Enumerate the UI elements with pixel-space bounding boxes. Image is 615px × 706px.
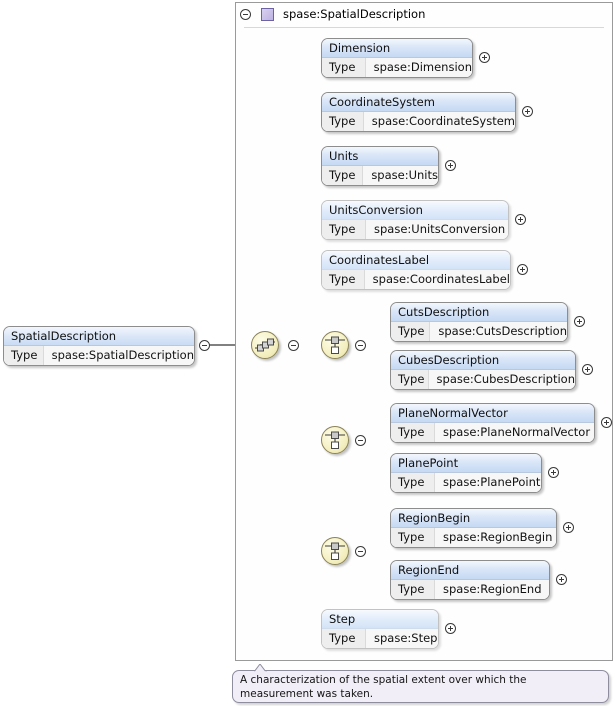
node-coordinateslabel[interactable]: CoordinatesLabel Type spase:CoordinatesL… — [321, 250, 511, 290]
choice-glyph — [325, 542, 345, 560]
node-regionend-expand-toggle[interactable] — [556, 574, 567, 585]
node-coordinatesystem[interactable]: CoordinateSystem Type spase:CoordinateSy… — [321, 92, 516, 132]
node-name: Dimension — [322, 39, 472, 58]
node-type-value: spase:CubesDescription — [428, 370, 575, 389]
node-type-row: Type spase:PlaneNormalVector — [391, 423, 594, 442]
node-type-key: Type — [4, 346, 44, 365]
choice-icon[interactable] — [321, 331, 349, 359]
node-name: SpatialDescription — [4, 327, 194, 346]
node-type-row: Type spase:CutsDescription — [391, 322, 567, 341]
complex-type-square-icon — [261, 8, 274, 21]
node-name: PlanePoint — [391, 454, 541, 473]
node-regionbegin[interactable]: RegionBegin Type spase:RegionBegin — [390, 508, 557, 548]
node-name: Units — [322, 147, 438, 166]
node-type-key: Type — [391, 473, 435, 492]
node-type-value: spase:CutsDescription — [430, 322, 567, 341]
node-type-row: Type spase:Step — [322, 629, 438, 648]
node-cutsdescription[interactable]: CutsDescription Type spase:CutsDescripti… — [390, 302, 568, 342]
choice-2-collapse-toggle[interactable] — [355, 435, 366, 446]
node-cubesdescription-expand-toggle[interactable] — [582, 364, 593, 375]
choice-3-collapse-toggle[interactable] — [355, 546, 366, 557]
node-dimension-expand-toggle[interactable] — [479, 52, 490, 63]
node-type-value: spase:Dimension — [365, 58, 472, 77]
node-type-value: spase:RegionEnd — [435, 580, 549, 599]
node-name: Step — [322, 610, 438, 629]
node-unitsconversion-expand-toggle[interactable] — [515, 214, 526, 225]
node-type-key: Type — [391, 423, 435, 442]
node-type-value: spase:CoordinateSystem — [363, 112, 515, 131]
node-type-value: spase:PlaneNormalVector — [435, 423, 594, 442]
node-type-key: Type — [391, 528, 435, 547]
node-type-row: Type spase:SpatialDescription — [4, 346, 194, 365]
node-type-key: Type — [322, 112, 364, 131]
annotation-text: A characterization of the spatial extent… — [240, 674, 527, 700]
choice-1-collapse-toggle[interactable] — [355, 340, 366, 351]
sequence-icon[interactable] — [251, 331, 279, 359]
annotation-callout: A characterization of the spatial extent… — [232, 664, 609, 703]
node-type-key: Type — [391, 322, 431, 341]
frame-title-rule — [244, 27, 604, 28]
node-type-value: spase:RegionBegin — [435, 528, 556, 547]
node-type-value: spase:SpatialDescription — [43, 346, 194, 365]
node-name: RegionEnd — [391, 561, 549, 580]
node-name: CutsDescription — [391, 303, 567, 322]
node-type-key: Type — [322, 166, 364, 185]
node-type-key: Type — [391, 580, 435, 599]
node-type-value: spase:Step — [366, 629, 438, 648]
node-type-key: Type — [322, 629, 366, 648]
node-planepoint[interactable]: PlanePoint Type spase:PlanePoint — [390, 453, 542, 493]
container-title: spase:SpatialDescription — [283, 7, 426, 21]
node-spatialdescription[interactable]: SpatialDescription Type spase:SpatialDes… — [3, 326, 195, 366]
node-regionend[interactable]: RegionEnd Type spase:RegionEnd — [390, 560, 550, 600]
sequence-glyph — [255, 338, 275, 352]
root-collapse-toggle[interactable] — [199, 340, 210, 351]
node-type-key: Type — [322, 58, 366, 77]
node-type-row: Type spase:Units — [322, 166, 438, 185]
node-planenormalvector-expand-toggle[interactable] — [601, 417, 612, 428]
node-step[interactable]: Step Type spase:Step — [321, 609, 439, 649]
sequence-collapse-toggle[interactable] — [288, 340, 299, 351]
choice-icon[interactable] — [321, 426, 349, 454]
node-planepoint-expand-toggle[interactable] — [548, 467, 559, 478]
node-coordinatesystem-expand-toggle[interactable] — [522, 106, 533, 117]
node-name: RegionBegin — [391, 509, 556, 528]
node-type-row: Type spase:PlanePoint — [391, 473, 541, 492]
node-name: UnitsConversion — [322, 201, 508, 220]
node-type-row: Type spase:RegionEnd — [391, 580, 549, 599]
container-collapse-toggle[interactable] — [240, 9, 251, 20]
callout-tail — [254, 664, 267, 672]
node-type-row: Type spase:CoordinateSystem — [322, 112, 515, 131]
node-dimension[interactable]: Dimension Type spase:Dimension — [321, 38, 473, 78]
node-coordinateslabel-expand-toggle[interactable] — [517, 264, 528, 275]
node-name: CoordinateSystem — [322, 93, 515, 112]
node-type-key: Type — [322, 220, 366, 239]
node-step-expand-toggle[interactable] — [445, 623, 456, 634]
choice-glyph — [325, 431, 345, 449]
node-type-value: spase:UnitsConversion — [366, 220, 508, 239]
node-name: PlaneNormalVector — [391, 404, 594, 423]
choice-glyph — [325, 336, 345, 354]
node-cutsdescription-expand-toggle[interactable] — [574, 316, 585, 327]
node-type-row: Type spase:UnitsConversion — [322, 220, 508, 239]
node-unitsconversion[interactable]: UnitsConversion Type spase:UnitsConversi… — [321, 200, 509, 240]
node-type-key: Type — [391, 370, 429, 389]
node-regionbegin-expand-toggle[interactable] — [563, 522, 574, 533]
node-type-value: spase:CoordinatesLabel — [364, 270, 510, 289]
node-type-key: Type — [322, 270, 365, 289]
node-type-row: Type spase:CoordinatesLabel — [322, 270, 510, 289]
node-planenormalvector[interactable]: PlaneNormalVector Type spase:PlaneNormal… — [390, 403, 595, 443]
node-type-row: Type spase:Dimension — [322, 58, 472, 77]
node-type-row: Type spase:RegionBegin — [391, 528, 556, 547]
node-type-value: spase:PlanePoint — [435, 473, 541, 492]
node-cubesdescription[interactable]: CubesDescription Type spase:CubesDescrip… — [390, 350, 576, 390]
node-name: CoordinatesLabel — [322, 251, 510, 270]
choice-icon[interactable] — [321, 537, 349, 565]
node-units-expand-toggle[interactable] — [445, 160, 456, 171]
node-type-value: spase:Units — [363, 166, 438, 185]
node-units[interactable]: Units Type spase:Units — [321, 146, 439, 186]
node-type-row: Type spase:CubesDescription — [391, 370, 575, 389]
node-name: CubesDescription — [391, 351, 575, 370]
